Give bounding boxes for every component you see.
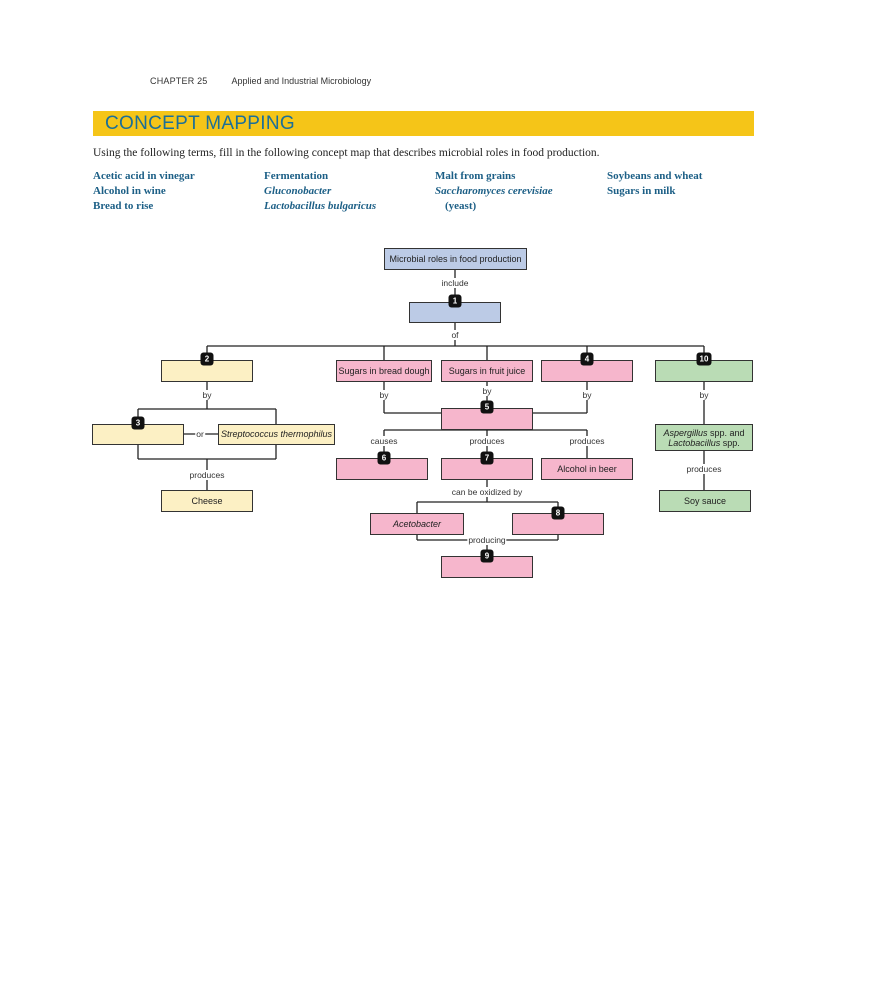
link-label-of: of xyxy=(450,330,460,340)
link-label-oxidized: can be oxidized by xyxy=(450,487,524,497)
sugars-juice-label: Sugars in fruit juice xyxy=(448,365,526,376)
badge-1: 1 xyxy=(448,294,462,308)
link-label-producing: producing xyxy=(467,535,507,545)
section-title: CONCEPT MAPPING xyxy=(105,113,295,134)
term-column-2: Fermentation Gluconobacter Lactobacillus… xyxy=(264,169,376,214)
link-label-by: by xyxy=(201,390,213,400)
lacto-suffix: spp. xyxy=(720,437,740,448)
term: Saccharomyces cerevisiae xyxy=(435,185,553,197)
badge-6: 6 xyxy=(377,451,391,465)
sugars-bread-node: Sugars in bread dough xyxy=(336,360,432,382)
link-label-by: by xyxy=(698,390,710,400)
term-column-3: Malt from grains Saccharomyces cerevisia… xyxy=(435,169,553,214)
link-label-by: by xyxy=(378,390,390,400)
sugars-bread-label: Sugars in bread dough xyxy=(338,365,430,376)
sugars-juice-node: Sugars in fruit juice xyxy=(441,360,533,382)
term: Bread to rise xyxy=(93,200,154,212)
chapter-number: CHAPTER 25 xyxy=(150,76,208,86)
aspergillus-suffix: spp. and xyxy=(707,427,745,438)
term: Acetic acid in vinegar xyxy=(93,170,195,182)
link-label-by: by xyxy=(481,386,493,396)
alcohol-beer-node: Alcohol in beer xyxy=(541,458,633,480)
acetobacter-label: Acetobacter xyxy=(392,518,442,529)
root-node-label: Microbial roles in food production xyxy=(389,253,522,264)
link-label-or: or xyxy=(195,429,205,439)
badge-7: 7 xyxy=(480,451,494,465)
term: Alcohol in wine xyxy=(93,185,166,197)
strep-node: Streptococcus thermophilus xyxy=(218,424,335,445)
section-banner: CONCEPT MAPPING xyxy=(93,111,754,136)
badge-2: 2 xyxy=(200,352,214,366)
root-node: Microbial roles in food production xyxy=(384,248,527,270)
link-label-by: by xyxy=(581,390,593,400)
term: Sugars in milk xyxy=(607,185,676,197)
term: Gluconobacter xyxy=(264,185,332,197)
page-header: CHAPTER 25 Applied and Industrial Microb… xyxy=(150,76,371,86)
badge-4: 4 xyxy=(580,352,594,366)
aspergillus-genus: Aspergillus xyxy=(663,427,708,438)
link-label-produces: produces xyxy=(568,436,606,446)
term: Malt from grains xyxy=(435,170,516,182)
soy-sauce-node: Soy sauce xyxy=(659,490,751,512)
chapter-title: Applied and Industrial Microbiology xyxy=(231,76,372,86)
badge-8: 8 xyxy=(551,506,565,520)
instructions: Using the following terms, fill in the f… xyxy=(93,147,600,159)
acetobacter-node: Acetobacter xyxy=(370,513,464,535)
term: (yeast) xyxy=(445,200,477,212)
term: Lactobacillus bulgaricus xyxy=(264,200,377,212)
soy-sauce-label: Soy sauce xyxy=(683,495,727,506)
link-label-include: include xyxy=(440,278,470,288)
badge-9: 9 xyxy=(480,549,494,563)
badge-10: 10 xyxy=(696,352,712,366)
term-column-1: Acetic acid in vinegar Alcohol in wine B… xyxy=(93,169,195,214)
alcohol-beer-label: Alcohol in beer xyxy=(557,463,617,474)
link-label-produces: produces xyxy=(685,464,723,474)
badge-3: 3 xyxy=(131,416,145,430)
aspergillus-node: Aspergillus spp. and Lactobacillus spp. xyxy=(655,424,753,451)
link-label-causes: causes xyxy=(369,436,399,446)
link-label-produces: produces xyxy=(188,470,226,480)
cheese-label: Cheese xyxy=(191,495,223,506)
term-column-4: Soybeans and wheat Sugars in milk xyxy=(607,169,702,199)
link-label-produces: produces xyxy=(468,436,506,446)
cheese-node: Cheese xyxy=(161,490,253,512)
badge-5: 5 xyxy=(480,400,494,414)
term: Fermentation xyxy=(264,170,329,182)
strep-label: Streptococcus thermophilus xyxy=(220,429,333,439)
lacto-genus: Lactobacillus xyxy=(668,437,721,448)
term: Soybeans and wheat xyxy=(607,170,703,182)
